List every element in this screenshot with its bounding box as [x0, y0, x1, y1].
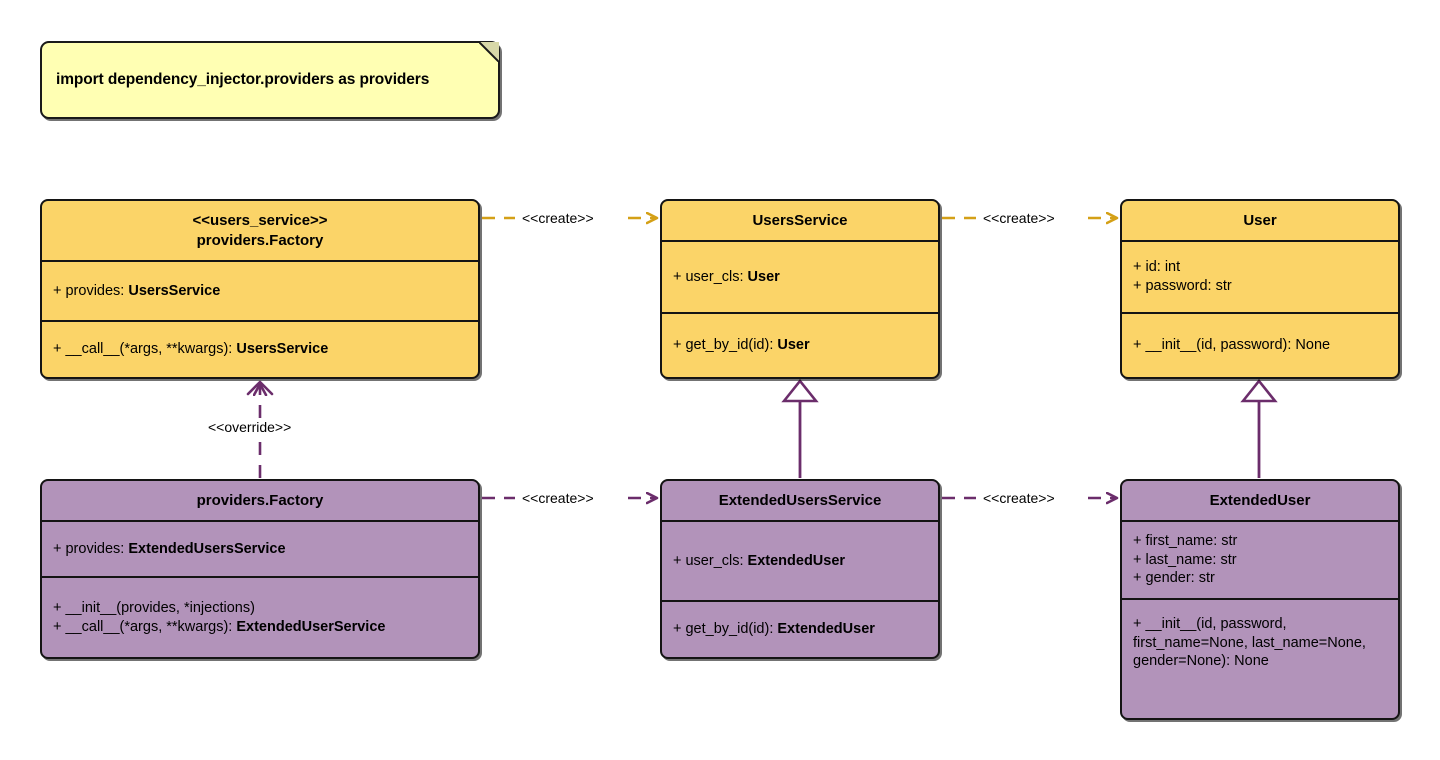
class-name: ExtendedUser [1209, 491, 1311, 509]
class-attributes: + provides: ExtendedUsersService [42, 520, 478, 576]
class-header: User [1122, 201, 1398, 240]
attribute-row: + gender: str [1133, 570, 1215, 587]
class-attributes: + user_cls: User [662, 240, 938, 312]
relation-label-override-1: <<override>> [205, 419, 295, 435]
attribute-row: + provides: UsersService [53, 282, 221, 299]
class-extended-users-service[interactable]: ExtendedUsersService + user_cls: Extende… [660, 479, 940, 659]
class-operations: + __call__(*args, **kwargs): UsersServic… [42, 320, 478, 377]
class-name: providers.Factory [196, 231, 324, 249]
class-attributes: + user_cls: ExtendedUser [662, 520, 938, 600]
class-operations: + get_by_id(id): ExtendedUser [662, 600, 938, 657]
attribute-row: + password: str [1133, 278, 1232, 294]
attribute-row: + provides: ExtendedUsersService [53, 540, 286, 557]
class-users-service-factory[interactable]: <<users_service>> providers.Factory + pr… [40, 199, 480, 379]
attribute-row: + first_name: str [1133, 533, 1238, 549]
relation-label-create-2: <<create>> [980, 210, 1058, 226]
class-attributes: + first_name: str + last_name: str + gen… [1122, 520, 1398, 598]
note-import: import dependency_injector.providers as … [40, 41, 500, 119]
note-fold-icon [479, 42, 499, 62]
relation-label-create-1: <<create>> [519, 210, 597, 226]
attribute-row: + user_cls: User [673, 268, 780, 285]
class-operations: + __init__(id, password, first_name=None… [1122, 598, 1398, 718]
operation-row: + __init__(provides, *injections) [53, 599, 255, 616]
operation-row: + __init__(id, password): None [1133, 337, 1331, 354]
class-name: ExtendedUsersService [718, 491, 882, 509]
relation-label-create-3: <<create>> [519, 490, 597, 506]
class-header: ExtendedUsersService [662, 481, 938, 520]
attribute-row: + last_name: str [1133, 551, 1237, 568]
operation-row: + get_by_id(id): ExtendedUser [673, 621, 875, 638]
class-users-service[interactable]: UsersService + user_cls: User + get_by_i… [660, 199, 940, 379]
class-operations: + __init__(id, password): None [1122, 312, 1398, 377]
operation-row: + get_by_id(id): User [673, 337, 810, 354]
class-name: providers.Factory [196, 491, 324, 509]
class-header: <<users_service>> providers.Factory [42, 201, 478, 260]
operation-row: + __call__(*args, **kwargs): UsersServic… [53, 341, 329, 358]
class-extended-factory[interactable]: providers.Factory + provides: ExtendedUs… [40, 479, 480, 659]
class-header: UsersService [662, 201, 938, 240]
relation-inherit-1 [781, 378, 819, 478]
class-operations: + __init__(provides, *injections) + __ca… [42, 576, 478, 657]
relation-inherit-2 [1240, 378, 1278, 478]
class-operations: + get_by_id(id): User [662, 312, 938, 377]
class-name: User [1243, 211, 1277, 229]
class-user[interactable]: User + id: int + password: str + __init_… [1120, 199, 1400, 379]
attribute-row: + id: int [1133, 259, 1181, 276]
class-stereotype: <<users_service>> [192, 212, 328, 230]
note-text: import dependency_injector.providers as … [56, 71, 430, 88]
class-attributes: + provides: UsersService [42, 260, 478, 320]
attribute-row: + user_cls: ExtendedUser [673, 552, 846, 569]
class-header: ExtendedUser [1122, 481, 1398, 520]
class-attributes: + id: int + password: str [1122, 240, 1398, 312]
operation-row: + __call__(*args, **kwargs): ExtendedUse… [53, 618, 386, 635]
class-extended-user[interactable]: ExtendedUser + first_name: str + last_na… [1120, 479, 1400, 720]
class-header: providers.Factory [42, 481, 478, 520]
class-name: UsersService [752, 211, 848, 229]
operation-row: + __init__(id, password, first_name=None… [1133, 616, 1366, 670]
relation-label-create-4: <<create>> [980, 490, 1058, 506]
